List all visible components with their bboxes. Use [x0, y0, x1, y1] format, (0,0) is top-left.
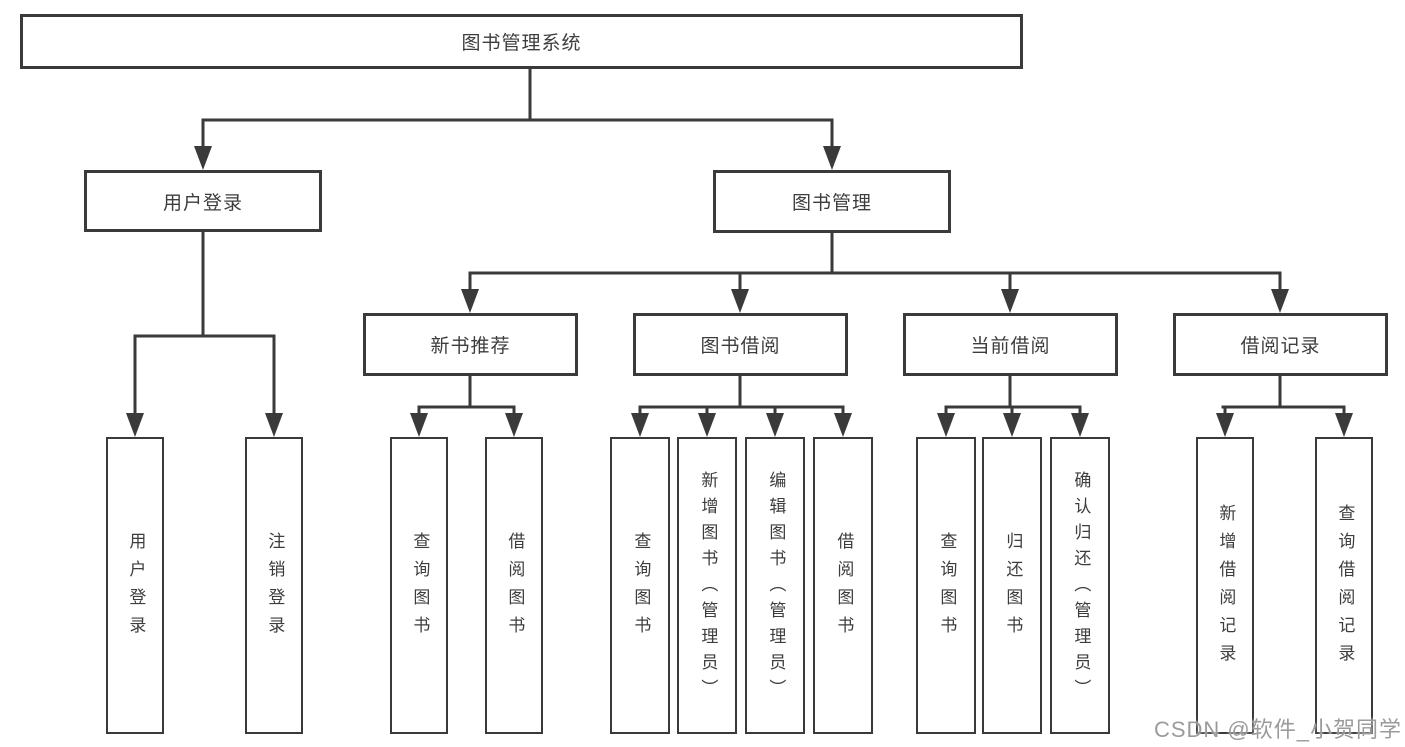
leaf-bb-add-books-admin: 新增图书（管理员）: [677, 437, 737, 734]
node-book-management-label: 图书管理: [791, 193, 872, 214]
leaf-bb-query-books: 查询图书: [610, 437, 670, 734]
leaf-br-query-record-label: 查询借阅记录: [1335, 503, 1355, 672]
node-book-borrow: 图书借阅: [633, 313, 848, 376]
leaf-nb-query-books: 查询图书: [390, 437, 448, 734]
leaf-br-query-record: 查询借阅记录: [1315, 437, 1373, 734]
leaf-user-login: 用户登录: [106, 437, 164, 734]
leaf-bb-query-books-label: 查询图书: [631, 531, 651, 644]
node-current-borrow-label: 当前借阅: [970, 336, 1051, 357]
node-root-label: 图书管理系统: [461, 33, 582, 54]
node-book-borrow-label: 图书借阅: [700, 336, 781, 357]
leaf-cb-query-books: 查询图书: [916, 437, 976, 734]
node-new-book-recommend: 新书推荐: [363, 313, 578, 376]
leaf-nb-borrow-books-label: 借阅图书: [505, 531, 525, 644]
node-current-borrow: 当前借阅: [903, 313, 1118, 376]
node-new-book-recommend-label: 新书推荐: [430, 336, 511, 357]
leaf-cb-return-books-label: 归还图书: [1003, 531, 1023, 644]
leaf-logout-login: 注销登录: [245, 437, 303, 734]
leaf-br-add-record-label: 新增借阅记录: [1216, 503, 1236, 672]
node-user-login: 用户登录: [84, 170, 322, 232]
leaf-bb-add-books-admin-label: 新增图书（管理员）: [698, 470, 718, 705]
leaf-cb-confirm-return-admin: 确认归还（管理员）: [1050, 437, 1110, 734]
leaf-cb-query-books-label: 查询图书: [937, 531, 957, 644]
leaf-bb-edit-books-admin-label: 编辑图书（管理员）: [766, 470, 786, 705]
leaf-user-login-label: 用户登录: [126, 531, 146, 644]
leaf-bb-borrow-books-label: 借阅图书: [834, 531, 854, 644]
csdn-watermark: CSDN @软件_小贺同学: [1153, 717, 1402, 742]
leaf-bb-borrow-books: 借阅图书: [813, 437, 873, 734]
leaf-br-add-record: 新增借阅记录: [1196, 437, 1254, 734]
leaf-cb-confirm-return-admin-label: 确认归还（管理员）: [1071, 470, 1091, 705]
node-borrow-records-label: 借阅记录: [1240, 336, 1321, 357]
node-book-management: 图书管理: [713, 170, 951, 233]
node-user-login-label: 用户登录: [162, 192, 243, 214]
leaf-nb-borrow-books: 借阅图书: [485, 437, 543, 734]
leaf-bb-edit-books-admin: 编辑图书（管理员）: [745, 437, 805, 734]
node-root: 图书管理系统: [20, 14, 1023, 69]
node-borrow-records: 借阅记录: [1173, 313, 1388, 376]
leaf-nb-query-books-label: 查询图书: [410, 531, 430, 644]
leaf-logout-login-label: 注销登录: [265, 531, 285, 644]
leaf-cb-return-books: 归还图书: [982, 437, 1042, 734]
